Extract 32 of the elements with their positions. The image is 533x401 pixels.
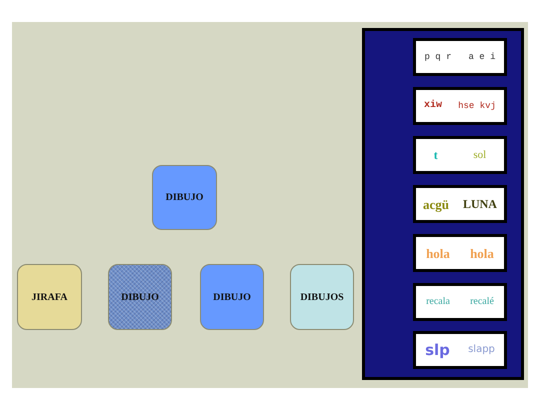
sample-tile bbox=[413, 185, 507, 223]
styled-text: p q r bbox=[424, 52, 452, 62]
box-label: JIRAFA bbox=[32, 292, 68, 302]
styled-text: LUNA bbox=[462, 198, 497, 210]
styled-text: hse kvj bbox=[458, 102, 496, 110]
styled-text: slapp bbox=[468, 345, 495, 355]
sample-tile bbox=[413, 234, 507, 272]
sample-tile bbox=[413, 283, 507, 321]
box-label: DIBUJO bbox=[213, 292, 251, 302]
rounded-box bbox=[108, 264, 172, 330]
box-label: DIBUJO bbox=[166, 192, 204, 203]
sample-panel bbox=[362, 28, 524, 380]
sample-tile bbox=[413, 87, 507, 125]
styled-text: sol bbox=[473, 150, 486, 160]
styled-text: xiw bbox=[424, 101, 442, 111]
styled-text: hola bbox=[426, 246, 450, 260]
box-label: DIBUJO bbox=[121, 292, 159, 302]
styled-text: slp bbox=[425, 342, 450, 358]
rounded-box bbox=[152, 165, 217, 230]
styled-text: hola bbox=[470, 246, 494, 260]
rounded-box bbox=[17, 264, 82, 330]
rounded-box bbox=[290, 264, 354, 330]
styled-text: recalé bbox=[470, 297, 494, 307]
sample-tile bbox=[413, 331, 507, 369]
sample-tile bbox=[413, 136, 507, 174]
sample-tile bbox=[413, 38, 507, 76]
styled-text: t bbox=[434, 149, 438, 161]
box-label: DIBUJOS bbox=[300, 292, 344, 302]
styled-text: acgü bbox=[422, 198, 449, 210]
styled-text: recala bbox=[426, 297, 450, 307]
styled-text: a e i bbox=[468, 52, 496, 62]
rounded-box bbox=[200, 264, 264, 330]
